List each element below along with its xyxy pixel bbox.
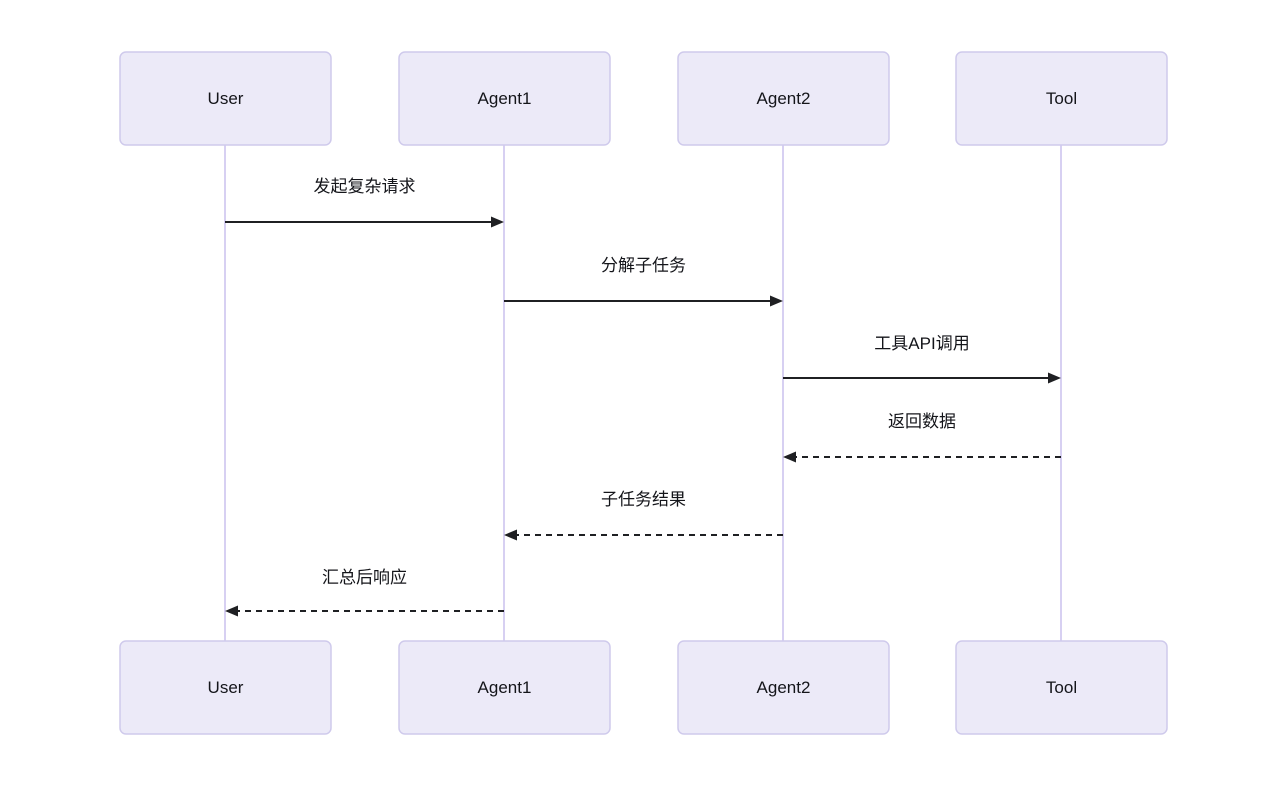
message-3-agent2-to-tool[interactable]: 工具API调用 <box>783 334 1061 384</box>
message-arrowhead-6 <box>225 605 238 617</box>
message-arrowhead-2 <box>770 295 783 307</box>
message-label-6: 汇总后响应 <box>322 568 407 587</box>
participant-user-top[interactable]: User <box>119 51 332 146</box>
participant-box-user-top[interactable] <box>119 51 332 146</box>
message-2-agent1-to-agent2[interactable]: 分解子任务 <box>504 256 783 307</box>
participant-tool-bottom[interactable]: Tool <box>955 640 1168 735</box>
participant-user-bottom[interactable]: User <box>119 640 332 735</box>
message-label-5: 子任务结果 <box>601 490 686 509</box>
participant-agent2-bottom[interactable]: Agent2 <box>677 640 890 735</box>
message-5-agent2-to-agent1[interactable]: 子任务结果 <box>504 490 783 541</box>
message-label-3: 工具API调用 <box>874 334 969 353</box>
participant-label-tool-top: Tool <box>1046 89 1077 108</box>
participant-box-tool-bottom[interactable] <box>955 640 1168 735</box>
participant-tool-top[interactable]: Tool <box>955 51 1168 146</box>
message-arrowhead-5 <box>504 529 517 541</box>
message-1-user-to-agent1[interactable]: 发起复杂请求 <box>225 177 504 228</box>
message-4-tool-to-agent2[interactable]: 返回数据 <box>783 412 1061 463</box>
participant-label-user-bottom: User <box>208 678 244 697</box>
participant-box-user-bottom[interactable] <box>119 640 332 735</box>
participant-box-agent1-top[interactable] <box>398 51 611 146</box>
message-6-agent1-to-user[interactable]: 汇总后响应 <box>225 568 504 617</box>
message-arrowhead-3 <box>1048 372 1061 384</box>
participant-label-agent2-top: Agent2 <box>757 89 811 108</box>
message-arrowhead-4 <box>783 451 796 463</box>
participant-label-agent1-top: Agent1 <box>478 89 532 108</box>
participant-label-agent2-bottom: Agent2 <box>757 678 811 697</box>
message-label-1: 发起复杂请求 <box>314 177 416 196</box>
participant-agent1-top[interactable]: Agent1 <box>398 51 611 146</box>
message-label-4: 返回数据 <box>888 412 956 431</box>
participant-box-agent1-bottom[interactable] <box>398 640 611 735</box>
participant-agent1-bottom[interactable]: Agent1 <box>398 640 611 735</box>
participant-agent2-top[interactable]: Agent2 <box>677 51 890 146</box>
participant-box-tool-top[interactable] <box>955 51 1168 146</box>
participant-box-agent2-top[interactable] <box>677 51 890 146</box>
lifelines-layer <box>224 145 1062 641</box>
participant-box-agent2-bottom[interactable] <box>677 640 890 735</box>
participant-label-agent1-bottom: Agent1 <box>478 678 532 697</box>
participant-label-tool-bottom: Tool <box>1046 678 1077 697</box>
participant-label-user-top: User <box>208 89 244 108</box>
message-arrowhead-1 <box>491 216 504 228</box>
message-label-2: 分解子任务 <box>601 256 686 275</box>
